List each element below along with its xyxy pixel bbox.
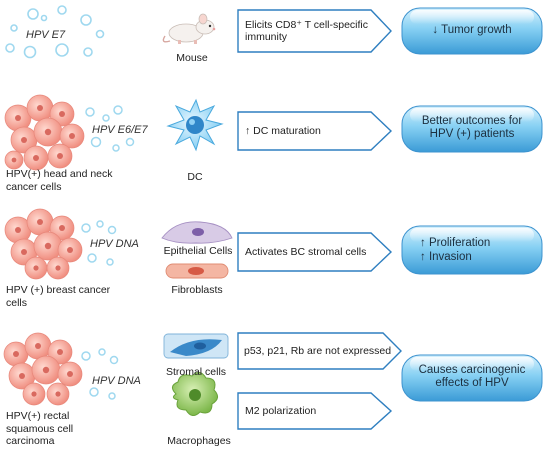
effect-arrow-3 bbox=[237, 232, 393, 272]
source-label-row3: HPV (+) breast cancer cells bbox=[6, 284, 111, 309]
cancer-cell-cluster-icon bbox=[3, 332, 83, 406]
outcome-text-row2: Better outcomes for HPV (+) patients bbox=[421, 115, 523, 140]
source-label-row4: HPV(+) rectal squamous cell carcinoma bbox=[6, 410, 74, 447]
epithelial-cell-icon bbox=[161, 221, 233, 244]
cancer-cell-cluster-icon bbox=[4, 94, 85, 171]
effect-text-row1: Elicits CD8⁺ T cell-specific immunity bbox=[245, 19, 369, 43]
effect-arrow-4b bbox=[237, 392, 393, 430]
outcome-text-row1: ↓ Tumor growth bbox=[432, 24, 512, 36]
effect-text-row4a: p53, p21, Rb are not expressed bbox=[244, 345, 392, 357]
virus-particles-icon bbox=[81, 348, 119, 400]
source-label-row2: HPV(+) head and neck cancer cells bbox=[6, 168, 113, 193]
outcome-pill-1 bbox=[401, 7, 543, 55]
effect-arrow-2 bbox=[237, 111, 393, 151]
outcome-line-proliferation: ↑ Proliferation bbox=[420, 237, 491, 249]
outcome-pill-2 bbox=[401, 105, 543, 153]
mouse-icon bbox=[162, 13, 216, 44]
stromal-cell-icon bbox=[163, 333, 229, 359]
virus-label-row1: HPV E7 bbox=[26, 29, 66, 41]
cancer-cell-cluster-icon bbox=[4, 208, 83, 280]
cell-label-dc: DC bbox=[187, 171, 203, 183]
dendritic-cell-icon bbox=[166, 98, 224, 152]
virus-label-row3: HPV DNA bbox=[90, 238, 139, 250]
effect-arrow-4a bbox=[237, 332, 402, 370]
outcome-pill-3 bbox=[401, 225, 543, 275]
effect-text-row4b: M2 polarization bbox=[245, 405, 317, 417]
virus-particles-icon bbox=[5, 5, 105, 59]
virus-particles-icon bbox=[81, 220, 117, 266]
outcome-pill-4 bbox=[401, 354, 543, 402]
cell-label-stromal: Stromal cells bbox=[165, 366, 227, 378]
fibroblast-icon bbox=[165, 263, 229, 279]
macrophage-icon bbox=[172, 372, 218, 416]
outcome-text-row4: Causes carcinogenic effects of HPV bbox=[418, 364, 526, 389]
effect-arrow-1 bbox=[237, 9, 392, 53]
cell-label-mouse: Mouse bbox=[176, 52, 208, 64]
cell-label-fibroblasts: Fibroblasts bbox=[171, 284, 223, 296]
virus-label-row2: HPV E6/E7 bbox=[92, 124, 148, 136]
virus-particles-icon bbox=[85, 105, 135, 152]
cell-label-macrophages: Macrophages bbox=[167, 435, 231, 447]
cell-label-epithelial: Epithelial Cells bbox=[163, 245, 233, 257]
effect-text-row3: Activates BC stromal cells bbox=[245, 246, 367, 258]
virus-label-row4: HPV DNA bbox=[92, 375, 141, 387]
outcome-line-invasion: ↑ Invasion bbox=[420, 251, 472, 263]
effect-text-row2: ↑ DC maturation bbox=[245, 125, 321, 137]
